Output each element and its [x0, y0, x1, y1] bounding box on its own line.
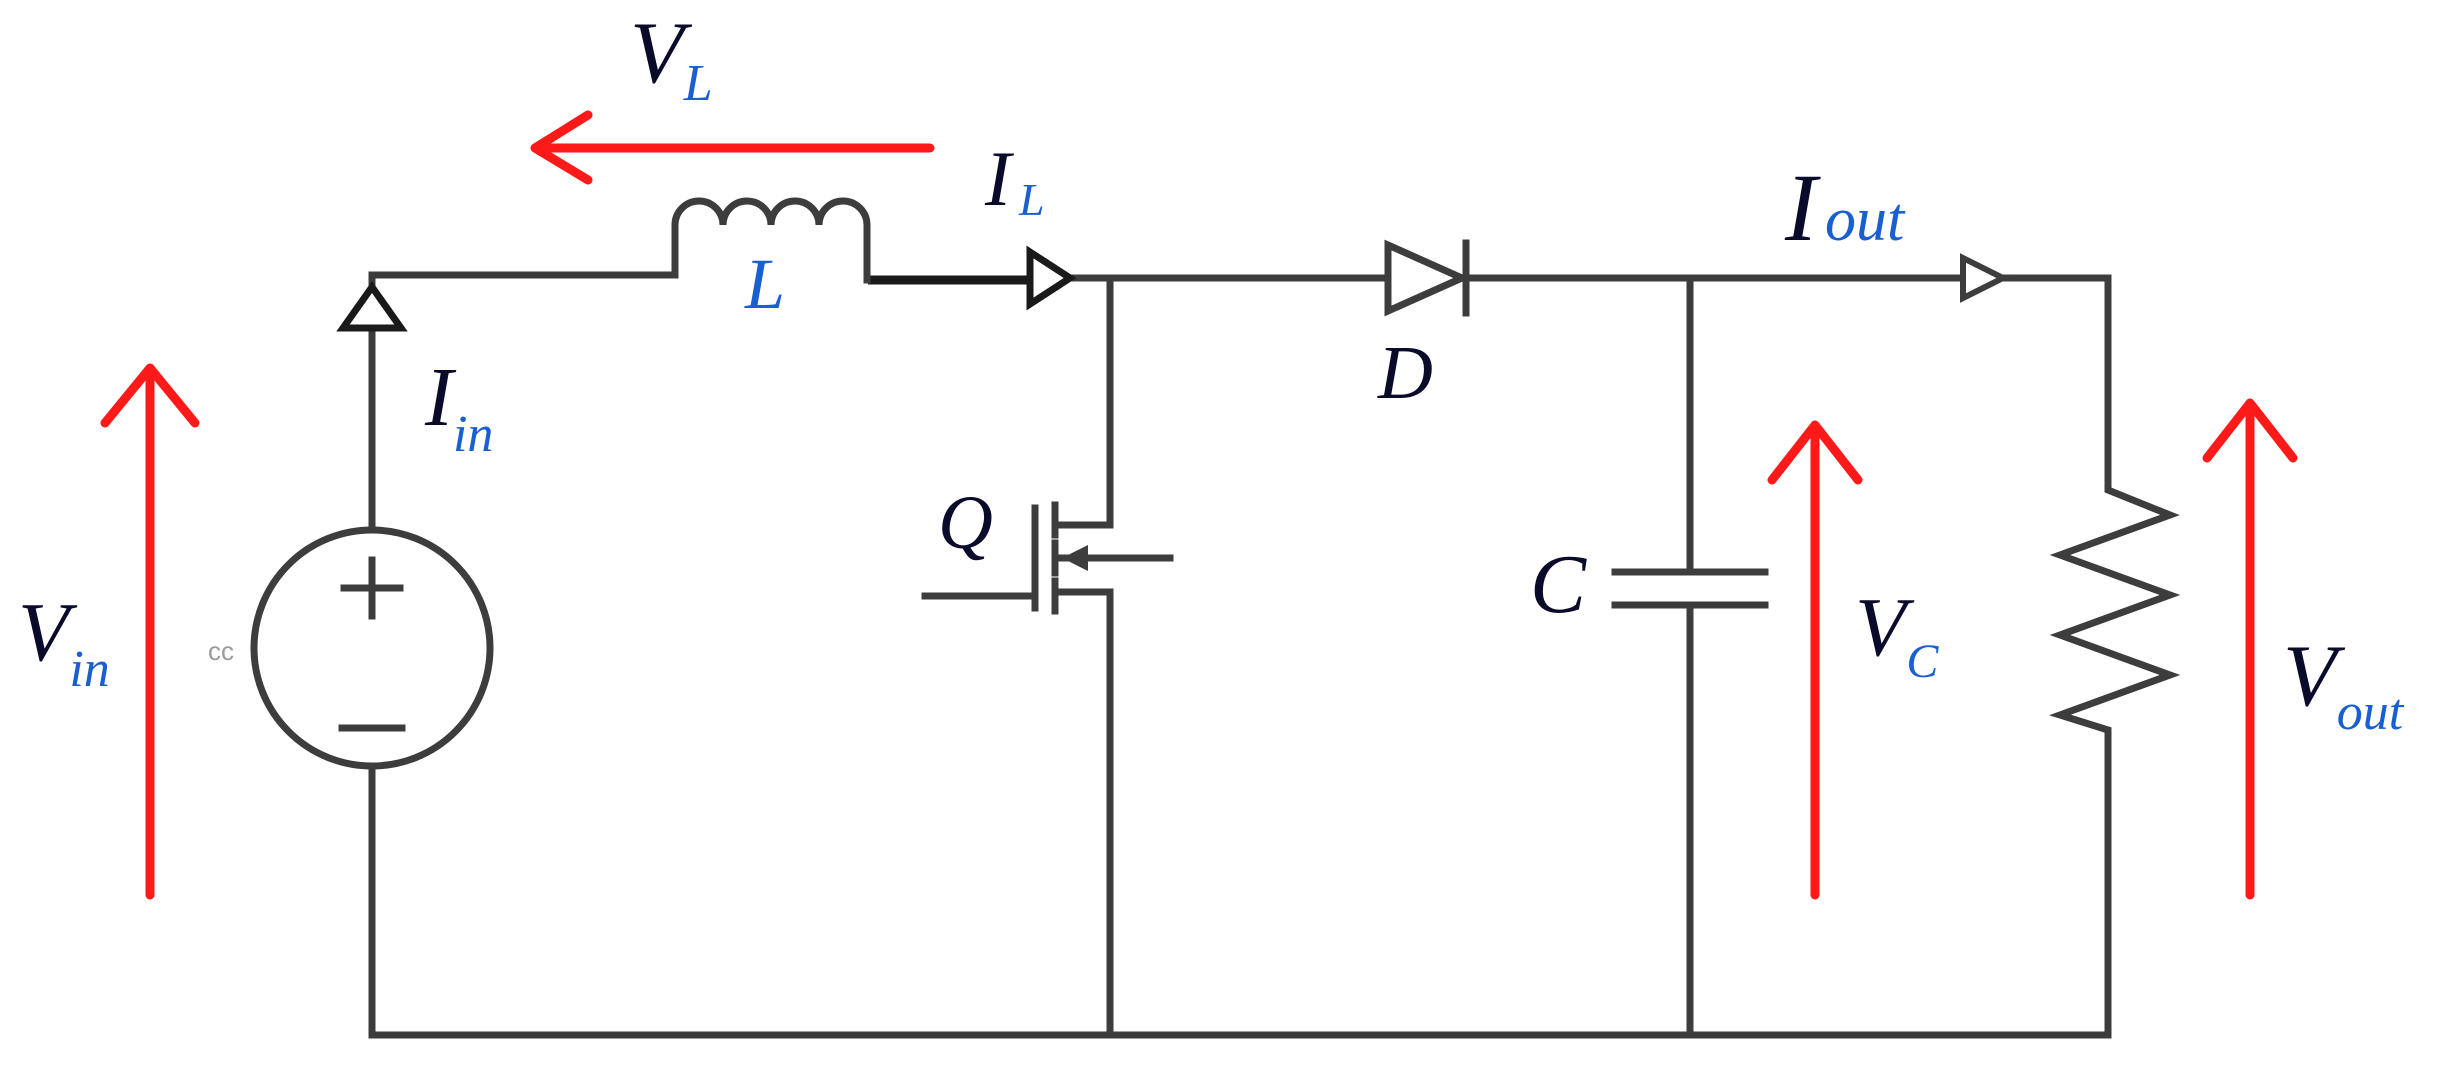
diode-symbol [1384, 239, 1471, 317]
vout-red-arrow-icon [2202, 398, 2298, 900]
mosfet-symbol [921, 501, 1174, 615]
resistor-symbol [2049, 471, 2181, 744]
vout-label-main: V [2283, 628, 2346, 725]
vc-label-main: V [1855, 581, 1915, 674]
iin-label-main: I [424, 351, 457, 444]
source-tag: cc [208, 636, 234, 666]
vout-label-sub: out [2337, 684, 2405, 741]
iin-label: Iin [424, 351, 493, 463]
inductor-label: L [744, 244, 785, 324]
iout-arrow-icon [1960, 253, 2010, 303]
vl-red-arrow-icon [530, 110, 935, 185]
iin-label-sub: in [453, 406, 493, 463]
il-arrow-icon [1026, 245, 1077, 311]
vin-label: Vin [18, 586, 110, 698]
iout-label-sub: out [1825, 186, 1906, 254]
vc-red-arrow-icon [1767, 420, 1863, 900]
vc-label-sub: C [1906, 635, 1939, 688]
circuit-wires [368, 271, 2112, 1039]
vl-label-sub: L [683, 55, 713, 112]
switch-label: Q [938, 481, 993, 565]
vc-label: VC [1855, 581, 1939, 688]
wire-top-left [368, 271, 679, 294]
capacitor-symbol [1611, 568, 1769, 609]
inductor-symbol [671, 197, 871, 284]
iout-label-main: I [1784, 154, 1821, 261]
vin-label-sub: in [69, 641, 109, 698]
vin-label-main: V [18, 586, 78, 679]
voltage-source-symbol [250, 526, 494, 770]
vin-red-arrow-icon [100, 363, 200, 900]
il-label-sub: L [1018, 174, 1045, 225]
iin-arrow-icon [336, 280, 408, 332]
vout-label: Vout [2283, 628, 2405, 741]
vl-label-main: V [630, 5, 693, 102]
il-label-main: I [984, 135, 1015, 222]
capacitor-label: C [1530, 538, 1587, 631]
vl-label: VL [630, 5, 713, 112]
wire-top-right [2001, 274, 2112, 479]
diode-label: D [1377, 331, 1433, 415]
